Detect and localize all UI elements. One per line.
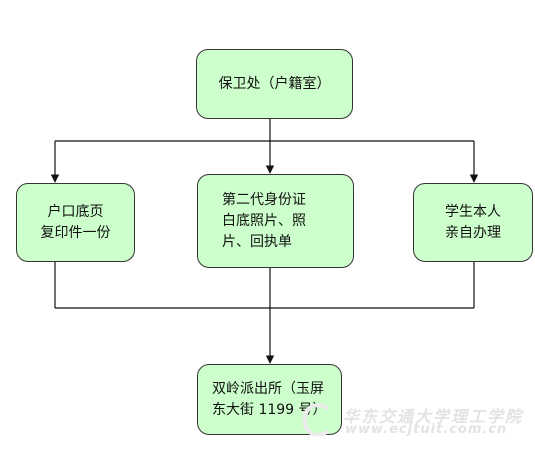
node-security-office-line-1: 保卫处（户籍室） xyxy=(218,75,331,92)
node-police-station-line-2: 东大街 1199 号） xyxy=(212,401,327,418)
node-household-register-copy-line-1: 户口底页 xyxy=(47,203,104,220)
node-id-card-documents-line-2: 白底照片、照 xyxy=(222,212,306,229)
watermark-school-name: 华东交通大学理工学院 xyxy=(343,407,524,426)
node-household-register-copy: 户口底页 复印件一份 xyxy=(16,183,135,262)
watermark-logo: C xyxy=(300,396,331,447)
watermark-url: www.ecjtuit.com.cn xyxy=(345,422,508,437)
node-student-in-person-line-2: 亲自办理 xyxy=(445,224,501,241)
node-police-station-line-1: 双岭派出所（玉屏 xyxy=(212,380,324,397)
node-id-card-documents: 第二代身份证 白底照片、照 片、回执单 xyxy=(197,174,354,268)
node-student-in-person: 学生本人 亲自办理 xyxy=(413,183,533,262)
node-id-card-documents-line-3: 片、回执单 xyxy=(222,233,292,250)
node-police-station: 双岭派出所（玉屏 东大街 1199 号） xyxy=(197,364,342,435)
node-household-register-copy-line-2: 复印件一份 xyxy=(40,224,111,241)
node-security-office: 保卫处（户籍室） xyxy=(196,49,353,119)
node-id-card-documents-line-1: 第二代身份证 xyxy=(222,191,306,208)
node-student-in-person-line-1: 学生本人 xyxy=(445,203,501,220)
